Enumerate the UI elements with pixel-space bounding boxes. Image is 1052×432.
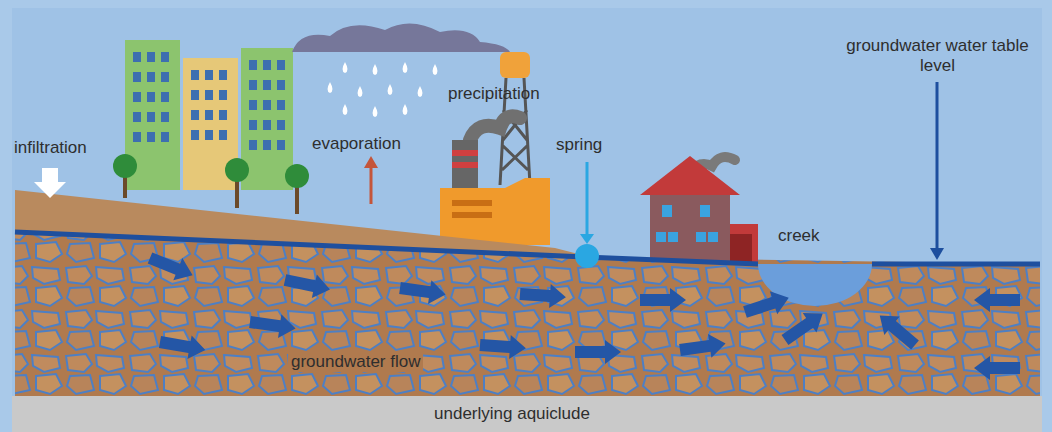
- factory: [440, 116, 550, 245]
- feature-label: creek: [778, 226, 820, 246]
- process-label: evaporation: [312, 134, 401, 154]
- infiltration-arrow: [34, 168, 66, 198]
- evaporation-arrow: [364, 156, 378, 204]
- water-table-pointer: [930, 82, 944, 260]
- layer-label: groundwater flow: [288, 352, 423, 372]
- feature-label: spring: [556, 135, 602, 155]
- aquifer: [15, 232, 1040, 396]
- trees: [113, 154, 309, 214]
- rain-cloud: [292, 23, 510, 52]
- aquiclude-layer: [12, 396, 1042, 432]
- process-label: infiltration: [14, 138, 87, 158]
- city-buildings: [125, 40, 293, 190]
- process-label: precipitation: [448, 84, 540, 104]
- layer-label: underlying aquiclude: [434, 404, 590, 424]
- spring-marker: [575, 162, 599, 268]
- house: [640, 156, 758, 262]
- rain-drops: [328, 62, 438, 117]
- feature-label: groundwater water table level: [845, 36, 1030, 77]
